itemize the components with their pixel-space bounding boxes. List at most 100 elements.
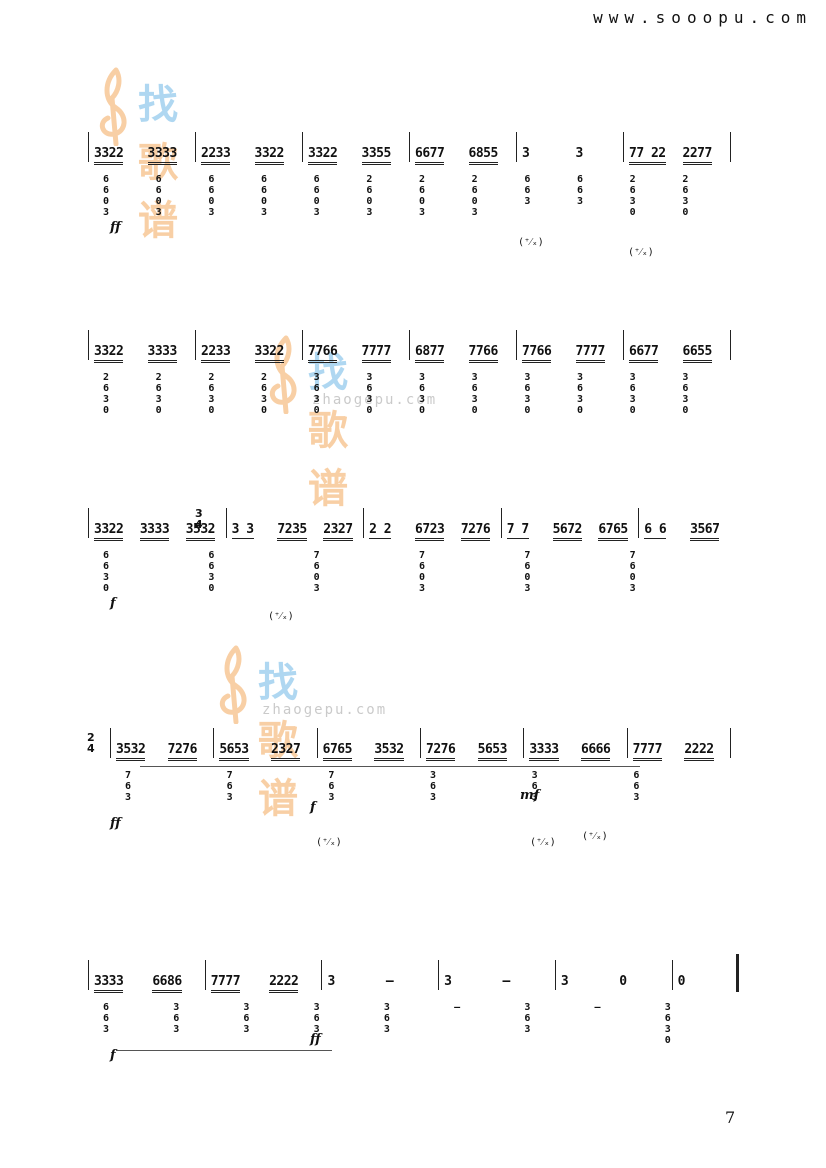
accompaniment-chord: 2 6 0 3 [418,174,426,218]
melody-note: 6765 [322,742,352,761]
melody-note: 2327 [323,522,353,541]
barline [730,330,731,360]
barline [438,960,440,990]
barline [302,132,303,162]
barline [225,508,227,538]
paren-mark: (⁺⁄ₓ) [530,837,556,848]
accompaniment-chord: 2 6 3 0 [629,174,636,218]
dynamic-marking: f [110,596,116,611]
barline [554,960,556,990]
accompaniment-chord: 2 6 0 3 [366,174,373,218]
accompaniment-chord: 3 6 3 0 [471,372,478,416]
melody-note: 6655 [682,344,712,363]
melody-note: 7777 [210,974,241,993]
melody-note: 3 [444,974,452,989]
barline [195,132,196,162]
accompaniment-chord: 3 6 3 [429,770,437,803]
melody-note: 3322 [94,146,124,165]
treble-clef-icon [99,67,127,146]
barline [626,728,628,758]
accompaniment-chord: 3 6 3 0 [629,372,636,416]
dynamic-marking: f [310,800,316,815]
paren-mark: (⁺⁄ₓ) [628,247,654,258]
watermark-domain: zhaogepu.com [312,392,438,408]
time-signature: 3 4 [195,507,203,531]
accompaniment-chord: 7 6 0 3 [313,550,320,594]
accompaniment-chord: 3 6 3 0 [313,372,320,416]
accompaniment-chord: 7 6 3 [226,770,233,803]
melody-note: 3 [560,974,569,989]
melody-note: 3322 [254,146,284,165]
extension-line [116,1050,332,1051]
melody-note: 7276 [426,742,456,761]
melody-note: 2233 [201,344,231,363]
dynamic-marking: ff [110,816,121,831]
accompaniment-chord: 2 6 3 0 [155,372,162,416]
melody-note: 2327 [271,742,301,761]
melody-note: 3 3 [231,522,254,539]
accompaniment-chord: 3 6 3 [531,770,538,803]
accompaniment-chord: 6 6 3 0 [102,550,110,594]
barline [730,728,731,758]
paren-mark: (⁺⁄ₓ) [316,837,342,848]
melody-note: 6765 [598,522,628,541]
accompaniment-chord: 2 6 3 0 [208,372,215,416]
melody-note: 6723 [415,522,445,541]
barline [110,728,111,758]
accompaniment-chord: 3 6 3 0 [366,372,373,416]
accompaniment-chord: 6 6 0 3 [313,174,320,218]
barline [204,960,206,990]
melody-note: 6677 [629,344,659,363]
melody-note: 7235 [277,522,307,541]
melody-note: 2233 [201,146,231,165]
melody-note: 77 22 [629,146,666,165]
treble-clef-icon [269,335,297,414]
accompaniment-chord: 6 6 3 [102,1002,110,1035]
barline [88,960,89,990]
barline [523,728,525,758]
accompaniment-chord: 6 6 0 3 [260,174,268,218]
accompaniment-chord: 3 6 3 0 [664,1002,671,1046]
accompaniment-chord: 7 6 0 3 [418,550,426,594]
barline [730,132,731,162]
melody-note: 3333 [139,522,170,541]
melody-note: 7766 [522,344,552,363]
melody-note: 7276 [167,742,197,761]
accompaniment-chord: 3 6 3 [313,1002,320,1035]
barline [88,330,89,360]
melody-note: 3355 [361,146,391,165]
time-signature: 2 4 [87,731,95,755]
accompaniment-chord: 6 6 0 3 [208,174,215,218]
melody-note: 6666 [581,742,611,761]
melody-note: 2 2 [369,522,392,539]
melody-note: 3532 [374,742,404,761]
barline [409,330,410,360]
melody-note: 0 [619,974,627,989]
paren-mark: (⁺⁄ₓ) [268,611,294,622]
dynamic-marking: ff [310,1032,321,1047]
accompaniment-chord: 2 6 3 0 [682,174,689,218]
barline [623,330,624,360]
barline [671,960,673,990]
accompaniment-chord: 7 6 3 [124,770,132,803]
melody-note: 7777 [575,344,605,363]
melody-note: 7 7 [506,522,529,539]
melody-note: 6686 [152,974,182,993]
barline [316,728,318,758]
accompaniment-chord: 6 6 3 [576,174,584,207]
melody-note: 3322 [254,344,284,363]
barline [213,728,215,758]
melody-note: 3 [522,146,530,161]
accompaniment-chord: 2 6 0 3 [471,174,478,218]
melody-note: 0 [677,974,686,989]
site-url[interactable]: www.sooopu.com [593,8,812,27]
accompaniment-chord: 3 6 3 [173,1002,180,1035]
melody-note: 3 [327,974,335,989]
melody-note: 3532 [185,522,216,541]
accompaniment-chord: 7 6 0 3 [629,550,636,594]
accompaniment-chord: 3 6 3 0 [524,372,531,416]
